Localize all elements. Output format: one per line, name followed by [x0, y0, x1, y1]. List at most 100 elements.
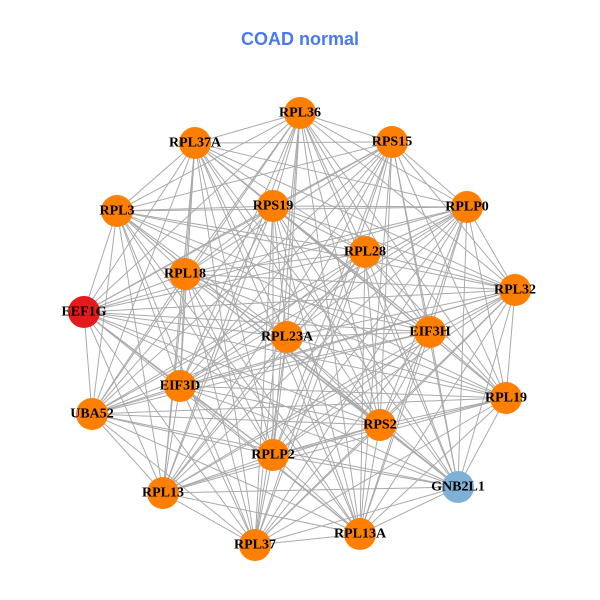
node-label: RPL3 [100, 204, 135, 219]
node-label: EEF1G [61, 305, 106, 320]
node-label: RPL18 [164, 267, 206, 282]
node-circle [284, 97, 316, 129]
edge-EIF3H-RPL13A [359, 331, 431, 535]
edge-RPS15-EIF3D [179, 141, 393, 387]
node-RPL3[interactable]: RPL3 [100, 195, 135, 227]
edge-RPL3-RPS19 [116, 205, 274, 212]
node-circle [349, 236, 381, 268]
node-RPLP0[interactable]: RPLP0 [445, 191, 489, 223]
edge-RPL37A-RPS2 [194, 142, 381, 426]
node-GNB2L1[interactable]: GNB2L1 [431, 471, 485, 503]
edge-UBA52-RPL37 [91, 413, 256, 546]
edge-EIF3H-UBA52 [91, 331, 431, 415]
edge-EIF3H-GNB2L1 [429, 331, 459, 488]
node-RPL18[interactable]: RPL18 [164, 258, 206, 290]
edge-RPLP2-GNB2L1 [272, 454, 459, 488]
node-RPS15[interactable]: RPS15 [372, 126, 412, 158]
node-circle [414, 316, 446, 348]
edge-EEF1G-RPL13 [83, 311, 164, 494]
edge-EIF3H-RPL19 [429, 331, 507, 399]
edge-RPL36-RPL37A [194, 112, 301, 144]
node-label: RPS15 [372, 135, 412, 150]
edge-RPL23A-RPS2 [286, 336, 381, 426]
edge-RPL28-RPL23A [286, 251, 366, 338]
edge-RPL37A-RPL23A [194, 142, 288, 338]
edge-EIF3H-RPS2 [379, 331, 431, 426]
edge-RPLP2-RPL13 [162, 454, 274, 494]
node-circle [364, 409, 396, 441]
edge-RPLP0-RPL19 [466, 206, 507, 399]
edge-RPLP0-RPLP2 [272, 206, 468, 456]
edge-RPL37A-RPL13 [162, 142, 196, 494]
edge-RPL37A-RPS15 [194, 141, 393, 144]
edge-RPL18-EIF3H [184, 273, 431, 333]
node-label: RPLP0 [445, 200, 489, 215]
node-EIF3H[interactable]: EIF3H [409, 316, 451, 348]
node-RPL13A[interactable]: RPL13A [334, 518, 387, 550]
edge-RPS19-RPL13A [272, 205, 361, 535]
node-label: EIF3D [160, 379, 200, 394]
edge-RPL28-EIF3H [364, 251, 431, 333]
edge-UBA52-RPL13A [91, 413, 361, 535]
node-UBA52[interactable]: UBA52 [70, 398, 114, 430]
edge-RPL23A-EIF3D [179, 336, 288, 387]
node-label: RPL36 [279, 106, 321, 121]
edge-RPL18-RPL19 [184, 273, 507, 399]
node-circle [68, 296, 100, 328]
edge-RPL36-RPS15 [299, 112, 393, 143]
edge-RPL36-EEF1G [83, 112, 301, 313]
edge-RPLP0-RPL37 [254, 206, 468, 546]
node-RPL28[interactable]: RPL28 [344, 236, 386, 268]
edge-RPL3-RPL13A [116, 210, 361, 535]
edge-RPLP0-GNB2L1 [457, 206, 468, 488]
node-circle [490, 382, 522, 414]
node-RPL32[interactable]: RPL32 [494, 274, 536, 306]
node-RPL37[interactable]: RPL37 [234, 529, 276, 561]
edge-RPL36-RPL3 [116, 112, 301, 212]
node-RPL13[interactable]: RPL13 [142, 477, 184, 509]
node-EIF3D[interactable]: EIF3D [160, 370, 200, 402]
edge-RPL32-RPL13A [359, 289, 516, 535]
node-circle [179, 127, 211, 159]
node-RPLP2[interactable]: RPLP2 [251, 439, 295, 471]
node-label: RPL37A [169, 136, 222, 151]
edge-GNB2L1-RPL13 [162, 486, 459, 494]
node-label: EIF3H [409, 325, 450, 340]
edge-RPL3-EEF1G [83, 210, 118, 313]
node-RPS19[interactable]: RPS19 [253, 190, 293, 222]
edge-RPL19-RPS2 [379, 397, 507, 426]
node-RPL37A[interactable]: RPL37A [169, 127, 222, 159]
edge-RPL18-UBA52 [91, 273, 186, 415]
edge-EEF1G-RPS2 [83, 311, 381, 426]
node-RPL36[interactable]: RPL36 [279, 97, 321, 129]
edge-UBA52-RPL19 [91, 397, 507, 415]
edge-RPS15-RPLP2 [272, 141, 393, 456]
edge-RPL3-RPL28 [116, 210, 366, 253]
node-label: RPL37 [234, 538, 276, 553]
edge-RPL36-RPL19 [299, 112, 507, 399]
node-RPS2[interactable]: RPS2 [363, 409, 397, 441]
node-circle [376, 126, 408, 158]
edge-RPL36-RPS19 [272, 112, 301, 207]
edge-RPL37A-RPL3 [116, 142, 196, 212]
node-circle [76, 398, 108, 430]
edge-EIF3H-EIF3D [179, 331, 431, 387]
node-label: RPL32 [494, 283, 536, 298]
edge-RPL3-RPL32 [116, 210, 516, 291]
edge-EIF3D-RPLP2 [179, 385, 274, 456]
edge-RPL19-GNB2L1 [457, 397, 507, 488]
node-label: RPL13 [142, 486, 184, 501]
edge-RPS2-RPL13A [359, 424, 381, 535]
node-RPL23A[interactable]: RPL23A [261, 321, 314, 353]
edge-RPS19-UBA52 [91, 205, 274, 415]
edge-RPS15-RPL3 [116, 141, 393, 212]
edge-RPLP0-EIF3H [429, 206, 468, 333]
edge-RPL23A-RPL13A [286, 336, 361, 535]
node-circle [169, 258, 201, 290]
edge-RPS19-EIF3D [179, 205, 274, 387]
node-RPL19[interactable]: RPL19 [485, 382, 527, 414]
edge-EIF3H-RPL23A [286, 331, 431, 338]
node-EEF1G[interactable]: EEF1G [61, 296, 107, 328]
edge-EIF3D-GNB2L1 [179, 385, 459, 488]
